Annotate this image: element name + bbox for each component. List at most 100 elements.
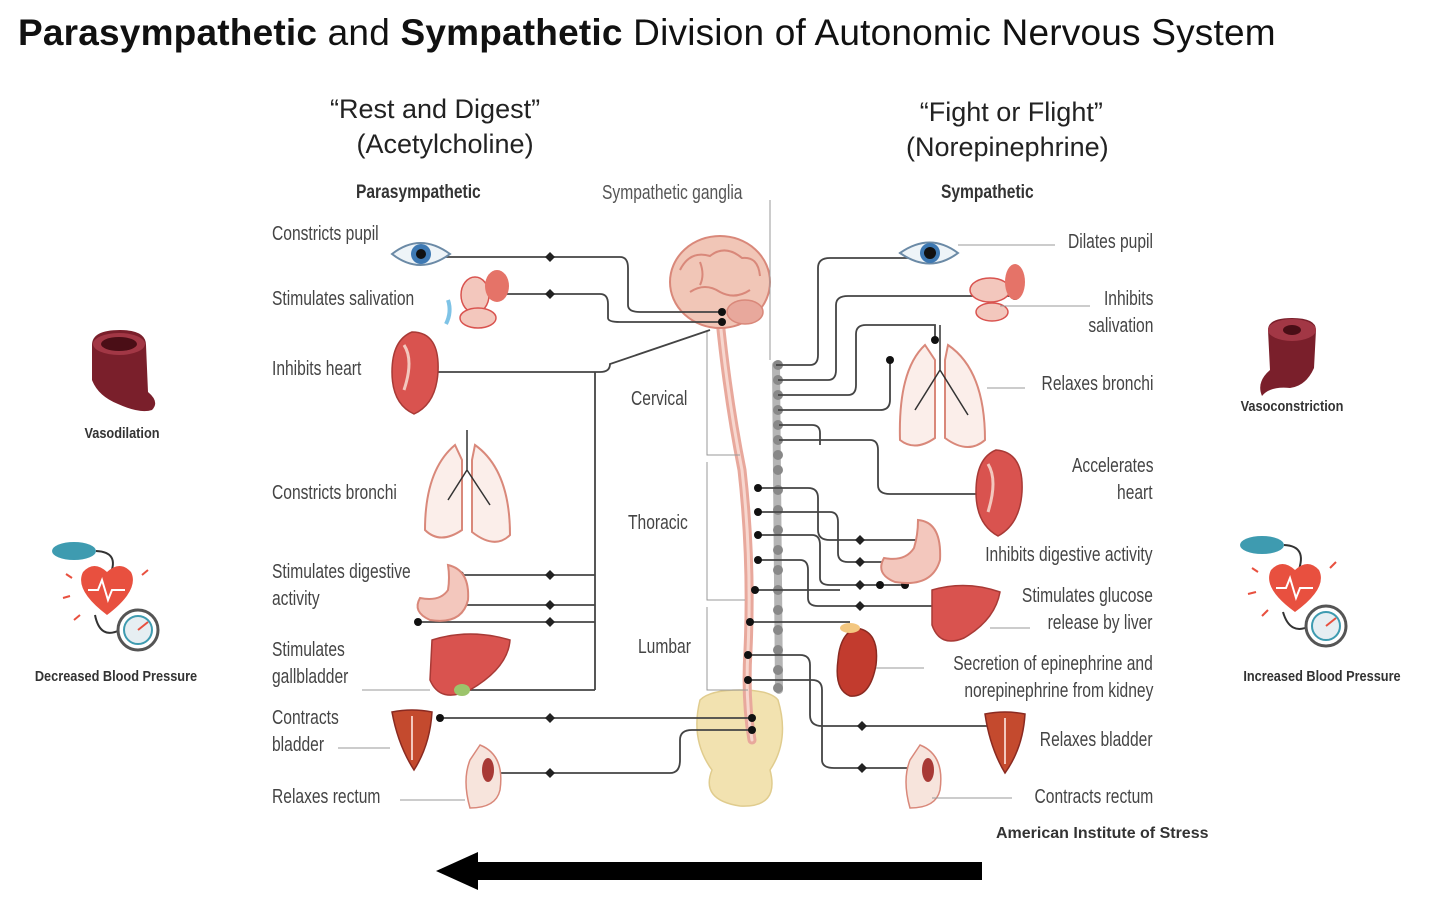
cervical-label: Cervical <box>631 388 688 410</box>
symp-nerves <box>748 257 1015 769</box>
title-and: and <box>317 12 401 53</box>
decreased-bp-label: Decreased Blood Pressure <box>34 668 198 685</box>
nerve-dot <box>773 645 783 655</box>
bladder-icon <box>984 711 1026 775</box>
salivary-gland-icon <box>444 270 509 329</box>
region-brackets <box>706 330 748 691</box>
para-effect-pupil: Constricts pupil <box>272 223 379 245</box>
para-effect-digestive-2: activity <box>272 588 320 610</box>
symp-effect-rectum: Contracts rectum <box>1034 786 1153 808</box>
junction-node <box>855 557 865 567</box>
nerve-dot <box>773 683 783 693</box>
symp-effect-digestive: Inhibits digestive activity <box>985 544 1153 566</box>
increased-bp-label: Increased Blood Pressure <box>1243 668 1401 685</box>
symp-column-head: Sympathetic <box>941 182 1034 203</box>
kidney-icon <box>836 623 878 697</box>
junction-node <box>545 768 555 778</box>
blood-pressure-cuff-icon <box>1240 536 1348 648</box>
junction-node <box>545 570 555 580</box>
title-parasympathetic: Parasympathetic <box>18 12 318 53</box>
para-effect-rectum: Relaxes rectum <box>272 786 381 808</box>
stomach-icon <box>880 518 942 584</box>
symp-effect-glucose-2: release by liver <box>1048 612 1153 634</box>
nerve-dot <box>773 565 783 575</box>
arrow-left-icon <box>436 852 982 890</box>
symp-effect-salivation-2: salivation <box>1087 315 1153 337</box>
bladder-icon <box>391 709 433 772</box>
nerve-dot <box>876 581 884 589</box>
symp-header-slogan: “Fight or Flight” <box>919 97 1103 127</box>
nerve-dot <box>748 714 756 722</box>
title-rest: Division of Autonomic Nervous System <box>622 12 1276 53</box>
symp-effect-heart-1: Accelerates <box>1071 455 1153 477</box>
sympathetic-ganglia-chain <box>769 200 783 694</box>
nerve-dot <box>773 420 783 430</box>
para-header: “Rest and Digest” (Acetylcholine) <box>330 92 540 162</box>
pelvis-icon <box>696 689 784 807</box>
liver-icon <box>429 633 511 696</box>
symp-header-neurotransmitter: (Norepinephrine) <box>906 132 1109 162</box>
lungs-icon <box>423 430 512 543</box>
nerve-dot <box>773 665 783 675</box>
nerve-dot <box>754 531 762 539</box>
nerve-dot <box>718 308 726 316</box>
para-effect-bronchi: Constricts bronchi <box>272 482 397 504</box>
symp-effect-heart-2: heart <box>1117 482 1153 504</box>
para-nerves <box>415 256 752 774</box>
nerve-dot <box>886 356 894 364</box>
ganglia-label: Sympathetic ganglia <box>602 182 743 204</box>
label-leaders <box>338 244 1090 801</box>
vasodilation-label: Vasodilation <box>84 425 160 442</box>
nerve-dot <box>773 450 783 460</box>
thoracic-label: Thoracic <box>628 512 688 534</box>
para-effect-bladder-2: bladder <box>272 734 325 756</box>
lumbar-label: Lumbar <box>638 636 691 658</box>
para-header-slogan: “Rest and Digest” <box>330 94 541 124</box>
eye-icon <box>390 242 452 266</box>
junction-node <box>545 600 555 610</box>
nerve-dot <box>744 651 752 659</box>
nerve-dot <box>436 714 444 722</box>
symp-effect-kidney-1: Secretion of epinephrine and <box>953 653 1153 675</box>
lungs-icon <box>898 325 987 448</box>
para-column-head: Parasympathetic <box>356 182 481 203</box>
eye-icon <box>898 241 960 265</box>
credit-text: American Institute of Stress <box>996 825 1209 842</box>
para-effect-gallbladder-1: Stimulates <box>272 639 345 661</box>
para-effect-gallbladder-2: gallbladder <box>272 666 349 688</box>
blood-vessel-icon <box>1260 318 1316 396</box>
page-title: Parasympathetic and Sympathetic Division… <box>18 12 1276 54</box>
nerve-dot <box>773 505 783 515</box>
spinal-cord-icon <box>715 315 757 745</box>
nerve-dot <box>751 586 759 594</box>
vasoconstriction-label: Vasoconstriction <box>1240 398 1344 415</box>
nerve-dot <box>746 618 754 626</box>
para-effect-bladder-1: Contracts <box>272 707 339 729</box>
nerve-dot <box>754 508 762 516</box>
rectum-icon <box>465 744 502 809</box>
nerve-dot <box>773 605 783 615</box>
salivary-gland-icon <box>969 264 1025 322</box>
nerve-dot <box>773 525 783 535</box>
junction-node <box>545 713 555 723</box>
para-effect-heart: Inhibits heart <box>272 358 362 380</box>
nerve-dot <box>773 465 783 475</box>
nerve-dot <box>931 336 939 344</box>
para-header-neurotransmitter: (Acetylcholine) <box>356 129 534 159</box>
nerve-dot <box>754 556 762 564</box>
junction-node <box>855 601 865 611</box>
blood-vessel-icon <box>92 330 156 412</box>
symp-effect-glucose-1: Stimulates glucose <box>1022 585 1153 607</box>
junction-node <box>857 721 867 731</box>
nerve-dot <box>718 318 726 326</box>
junction-node <box>855 580 865 590</box>
para-effect-salivation: Stimulates salivation <box>272 288 415 310</box>
symp-effect-kidney-2: norepinephrine from kidney <box>963 680 1153 702</box>
symp-effect-pupil: Dilates pupil <box>1068 231 1153 253</box>
stomach-icon <box>416 563 470 622</box>
rectum-icon <box>905 744 942 809</box>
symp-effect-bladder: Relaxes bladder <box>1040 729 1153 751</box>
liver-icon <box>931 584 1001 642</box>
nerve-dot <box>773 625 783 635</box>
